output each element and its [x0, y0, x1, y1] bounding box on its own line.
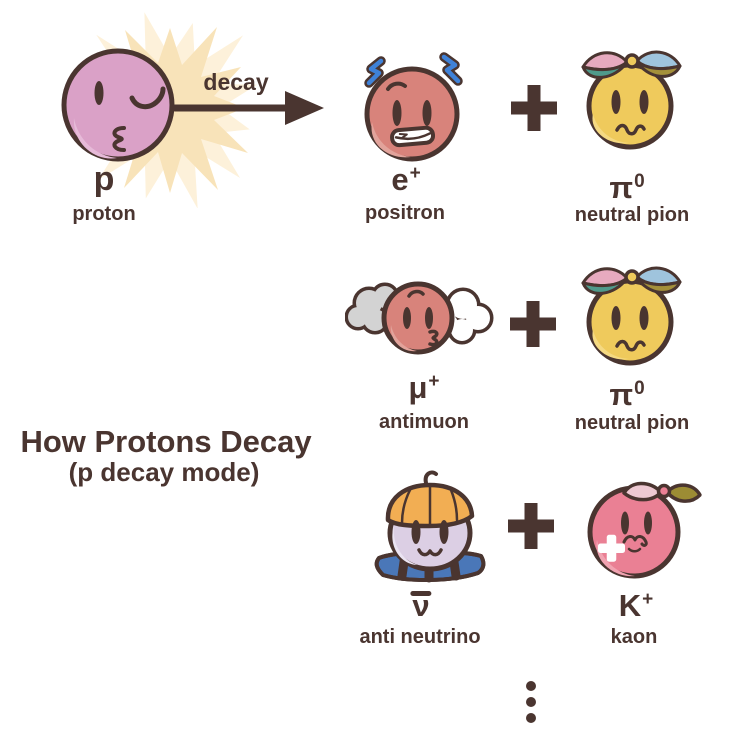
decay-arrow-icon [172, 91, 324, 125]
pion-wavy-mouth [615, 123, 646, 136]
hat-stem [423, 470, 438, 485]
antimuon-right-eye [425, 307, 433, 329]
positron-mouth [390, 125, 436, 148]
propeller-knob [624, 53, 640, 69]
kaon-symbol-sup: + [642, 589, 654, 610]
kaon-symbol-base: K [618, 588, 642, 623]
positron-character [364, 52, 463, 162]
antineutrino-character [374, 470, 486, 583]
antineutrino-symbol: ν [410, 588, 432, 623]
pion-highlight [592, 330, 629, 360]
neutral-pion-character [581, 50, 682, 150]
blade-teal [581, 276, 629, 295]
positron-right-eye [422, 100, 432, 126]
antineutrino-name: anti neutrino [359, 626, 481, 648]
positron-symbol: e+ [391, 164, 420, 195]
antimuon-symbol-sup: + [428, 371, 440, 392]
more-decay-modes-ellipsis [526, 681, 536, 723]
pion-left-eye [611, 90, 621, 114]
antimuon-eyebrow [407, 289, 425, 298]
leaf-olive-icon [665, 483, 702, 503]
pion-symbol-base-r2: π [609, 377, 634, 412]
proton-kiss-mouth [112, 126, 126, 152]
kaon-mustache-mouth [622, 535, 648, 547]
kaon-name: kaon [610, 626, 658, 648]
proton-highlight [73, 118, 117, 159]
left-lightning-fill [366, 58, 384, 86]
pion-symbol-base-r1: π [609, 170, 634, 205]
diagram-title: How Protons Decay [20, 424, 312, 459]
ellipsis-dot [526, 713, 536, 723]
antineutrino-symbol-base: ν [410, 588, 432, 623]
plus-operator [508, 503, 554, 549]
pion-symbol-sup-r2: 0 [634, 378, 645, 399]
positron-tooth-notch [398, 133, 408, 139]
plus-operator [511, 85, 557, 131]
plus-charge-badge [598, 534, 625, 562]
pion-symbol-r1: π0 [609, 172, 644, 203]
leaf-knob [656, 483, 672, 499]
kaon-mouth-wave [627, 547, 642, 553]
blade-teal [581, 60, 629, 79]
kaon-symbol: K+ [619, 590, 654, 621]
kaon-highlight [596, 540, 635, 577]
blade-olive [635, 59, 682, 78]
proton-left-eye [94, 81, 104, 105]
neutrino-right-eye [439, 520, 449, 544]
positron-left-eye [392, 100, 402, 126]
positron-teeth [390, 125, 436, 148]
proton-symbol: p [93, 160, 115, 198]
neutrino-left-eye [411, 520, 421, 544]
pion-wavy-mouth [615, 339, 646, 352]
antimuon-name: antimuon [379, 411, 469, 433]
neutral-pion-character [581, 266, 682, 366]
propeller-knob [624, 269, 640, 285]
pion-highlight [592, 114, 629, 144]
arrow-head [285, 91, 324, 125]
antimuon-face [381, 281, 455, 355]
antimuon-symbol: μ+ [408, 372, 439, 403]
leaf-pink-icon [622, 481, 663, 502]
pion-name-r2: neutral pion [574, 412, 690, 434]
proton-face [61, 48, 175, 162]
hat-seam-left [400, 488, 412, 525]
positron-eyebrow [386, 81, 407, 91]
pion-left-eye [611, 306, 621, 330]
proton-name: proton [72, 203, 136, 225]
pion-right-eye [639, 90, 649, 114]
pion-symbol-r2: π0 [609, 379, 644, 410]
antimuon-left-eye [403, 307, 411, 329]
neutrino-cat-mouth [417, 548, 443, 557]
positron-symbol-base: e [391, 162, 409, 197]
blade-olive [635, 275, 682, 294]
plus-operator [510, 301, 556, 347]
pion-name-r1: neutral pion [574, 204, 690, 226]
antimuon-character [345, 281, 494, 355]
kaon-left-eye [621, 511, 629, 535]
proton-wink-eye [129, 86, 166, 110]
kaon-right-eye [644, 511, 652, 535]
pion-symbol-sup-r1: 0 [634, 171, 645, 192]
ellipsis-dot [526, 697, 536, 707]
positron-highlight [371, 122, 411, 158]
positron-symbol-sup: + [409, 163, 421, 184]
diagram-subtitle: (p decay mode) [68, 457, 260, 487]
kaon-character [587, 481, 702, 579]
positron-name: positron [365, 202, 445, 224]
ellipsis-dot [526, 681, 536, 691]
right-lightning-fill [441, 54, 461, 84]
hat-seam-right [449, 488, 459, 522]
antimuon-whistle-mouth [428, 329, 439, 347]
antimuon-highlight [390, 325, 417, 352]
decay-arrow-label: decay [203, 69, 269, 95]
antimuon-symbol-base: μ [408, 370, 428, 405]
positron-grin-line [394, 132, 432, 140]
pion-right-eye [639, 306, 649, 330]
proton-character [61, 12, 258, 208]
